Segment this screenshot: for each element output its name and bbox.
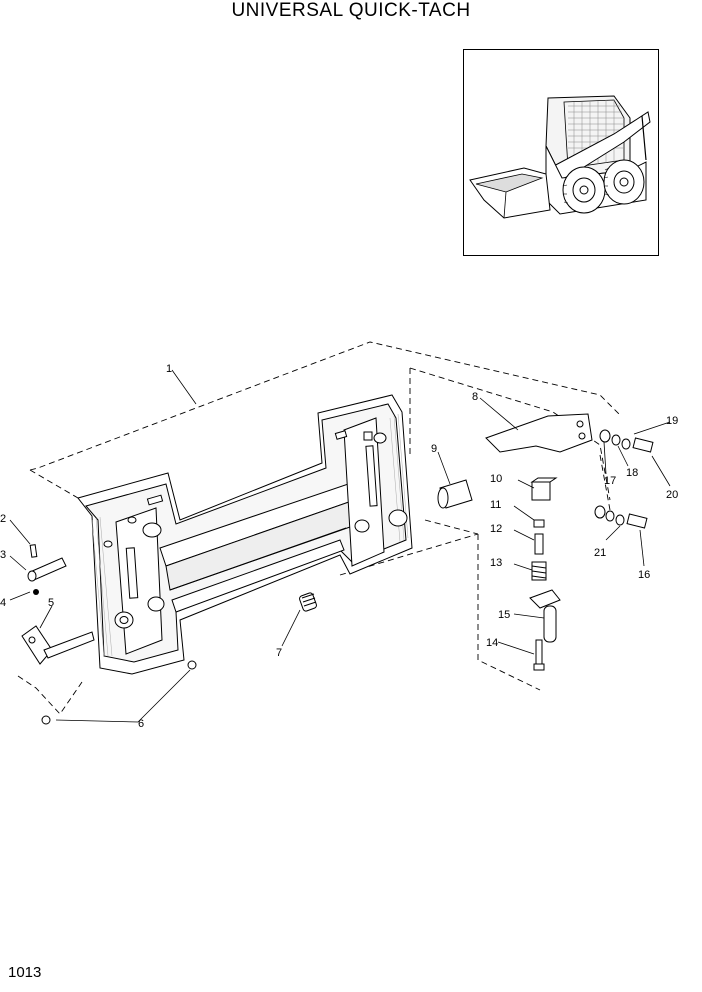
group-outline [17,341,621,715]
part-17-washer [599,429,611,443]
callout-10: 10 [490,473,502,485]
callout-12: 12 [490,523,502,535]
callout-5: 5 [48,597,54,609]
part-10-block [530,477,558,501]
callout-19: 19 [666,415,678,427]
part-8-lever [485,413,593,453]
lever-mount-hardware [594,429,654,529]
callout-11: 11 [490,499,501,511]
part-21-washer [615,514,625,526]
callout-3: 3 [0,549,6,561]
callout-17: 17 [604,475,616,487]
callout-13: 13 [490,557,502,569]
skid-steer-loader-icon [469,95,651,219]
callout-4: 4 [0,597,6,609]
callout-9: 9 [431,443,437,455]
callout-15: 15 [498,609,510,621]
callout-7: 7 [276,647,282,659]
callout-20: 20 [666,489,678,501]
part-11-nut [533,519,545,528]
callout-8: 8 [472,391,478,403]
page-title: UNIVERSAL QUICK-TACH [231,0,471,21]
part-5-handle-pin [21,625,95,665]
part-18-washer [611,434,621,446]
quick-tach-frame [77,394,413,675]
callout-21: 21 [594,547,606,559]
part-14-bolt [533,639,545,671]
callout-1: 1 [166,363,172,375]
callout-18: 18 [626,467,638,479]
callout-2: 2 [0,513,6,525]
part-7-spring [299,592,317,612]
callout-6: 6 [138,718,144,730]
part-19-washer [621,438,631,450]
part-13-spring [531,561,547,581]
part-9-bushing [437,479,473,509]
part-20-bolt [632,437,654,453]
part-4-ball [33,589,39,595]
part-16-bolt [626,513,648,529]
leader-lines [9,369,671,723]
part-3-pin [27,557,67,582]
callout-14: 14 [486,637,498,649]
part-12-pin [534,533,544,555]
callout-16: 16 [638,569,650,581]
skid-steer-loader-illustration [463,49,659,256]
callout-labels: 1 2 3 4 5 6 7 8 9 10 11 12 13 14 15 16 1… [0,363,678,730]
part-6-grease-fitting [41,660,197,725]
part-15-latch-pin [529,589,561,643]
part-2-screw [29,544,38,558]
page-number: 1013 [8,964,42,981]
